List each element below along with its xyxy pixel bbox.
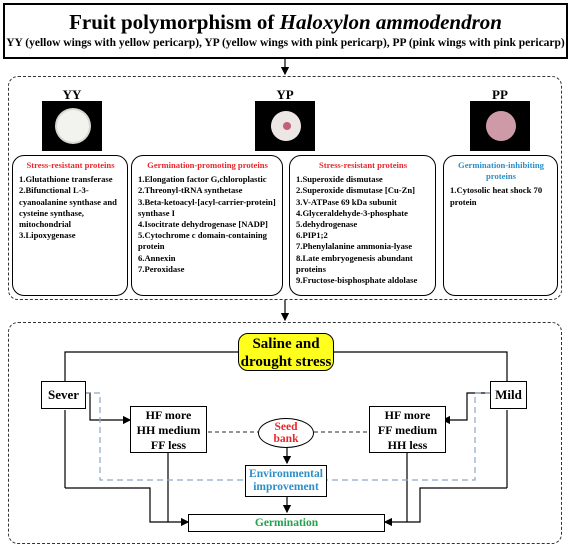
protein-box-pp: Germination-inhibiting proteins 1.Cytoso… <box>443 155 558 296</box>
protein-item: 3.V-ATPase 69 kDa subunit <box>296 196 397 207</box>
protein-box-yp-resistant: Stress-resistant proteins 1.Superoxide d… <box>289 155 436 296</box>
protein-item: 8.Late embryogenesis abundant proteins <box>296 252 413 274</box>
protein-heading: Stress-resistant proteins <box>318 160 408 170</box>
protein-item: 1.Elongation factor G,chloroplastic <box>138 174 267 185</box>
protein-item: 7.Phenylalanine ammonia-lyase <box>296 241 413 252</box>
protein-item: 4.Isocitrate dehydrogenase [NADP] <box>138 219 268 230</box>
title-prefix: Fruit polymorphism of <box>69 10 280 34</box>
protein-item: 4.Glyceraldehyde-3-phosphate <box>296 207 408 218</box>
stress-to-mild-line <box>334 351 508 381</box>
seed-bank-label: Seed bank <box>273 421 299 445</box>
ratio-line: FF medium <box>377 423 438 437</box>
protein-item: 1.Superoxide dismutase <box>296 174 383 185</box>
mild-ratio-box: HF more FF medium HH less <box>369 406 446 453</box>
env-improvement-box: Environmental improvement <box>245 465 327 497</box>
protein-item: 2.Threonyl-tRNA synthetase <box>138 185 243 196</box>
page-title: Fruit polymorphism of Haloxylon ammodend… <box>5 10 566 34</box>
page-subtitle: YY (yellow wings with yellow pericarp), … <box>6 37 565 49</box>
protein-heading: Stress-resistant proteins <box>26 160 115 170</box>
ratio-line: HH medium <box>136 423 201 437</box>
title-box: Fruit polymorphism of Haloxylon ammodend… <box>3 3 568 59</box>
flower-shape <box>57 110 89 142</box>
fruit-photo-yy <box>42 101 102 151</box>
protein-item: 3.Beta-ketoacyl-[acyl-carrier-protein] s… <box>138 196 276 218</box>
protein-item: 9.Fructose-bisphosphate aldolase <box>296 275 418 286</box>
protein-item: 6.PIP1;2 <box>296 230 328 241</box>
fruit-photo-pp <box>470 101 530 151</box>
stress-box: Saline and drought stress <box>238 333 334 371</box>
protein-item: 3.Lipoxygenase <box>19 230 76 241</box>
mild-box: Mild <box>490 381 527 409</box>
ratio-line: HF more <box>145 408 192 422</box>
protein-item: 6.Annexin <box>138 252 176 263</box>
fruit-label-pp: PP <box>492 87 508 102</box>
ratio-line: HH less <box>387 438 428 452</box>
severe-ratio-box: HF more HH medium FF less <box>130 406 207 453</box>
protein-item: 2.Bifunctional L-3-cyanoalanine synthase… <box>19 185 117 230</box>
protein-heading: Germination-inhibiting proteins <box>458 160 544 182</box>
protein-item: 7.Peroxidase <box>138 263 185 274</box>
protein-item: 1.Cytosolic heat shock 70 protein <box>450 185 543 207</box>
ratio-line: HF more <box>384 408 431 422</box>
protein-item: 1.Glutathione transferase <box>19 174 113 185</box>
stress-region <box>8 322 562 544</box>
protein-region <box>8 76 562 300</box>
fruit-label-yp: YP <box>276 87 294 102</box>
ratio-line: FF less <box>150 438 187 452</box>
fruit-photo-yp <box>255 101 315 151</box>
stress-to-sever-line <box>64 351 238 381</box>
fruit-label-yy: YY <box>62 87 82 102</box>
sever-box: Sever <box>41 381 86 409</box>
protein-heading: Germination-promoting proteins <box>147 160 268 170</box>
flower-shape <box>486 111 516 141</box>
left-germ-arrow <box>65 487 190 527</box>
protein-item: 5.Cytochrome c domain-containing protein <box>138 230 267 252</box>
germination-box: Germination <box>188 514 385 532</box>
protein-item: 5.dehydrogenase <box>296 219 358 230</box>
protein-box-yp-promoting: Germination-promoting proteins 1.Elongat… <box>131 155 283 296</box>
flower-center <box>283 122 291 130</box>
seed-bank-ellipse: Seed bank <box>258 418 314 448</box>
right-germ-arrow <box>383 487 507 527</box>
protein-box-yy: Stress-resistant proteins 1.Glutathione … <box>12 155 128 296</box>
title-species: Haloxylon ammodendron <box>279 10 502 34</box>
env-left-dash <box>84 392 245 481</box>
protein-item: 2.Superoxide dismutase [Cu-Zn] <box>296 185 415 196</box>
